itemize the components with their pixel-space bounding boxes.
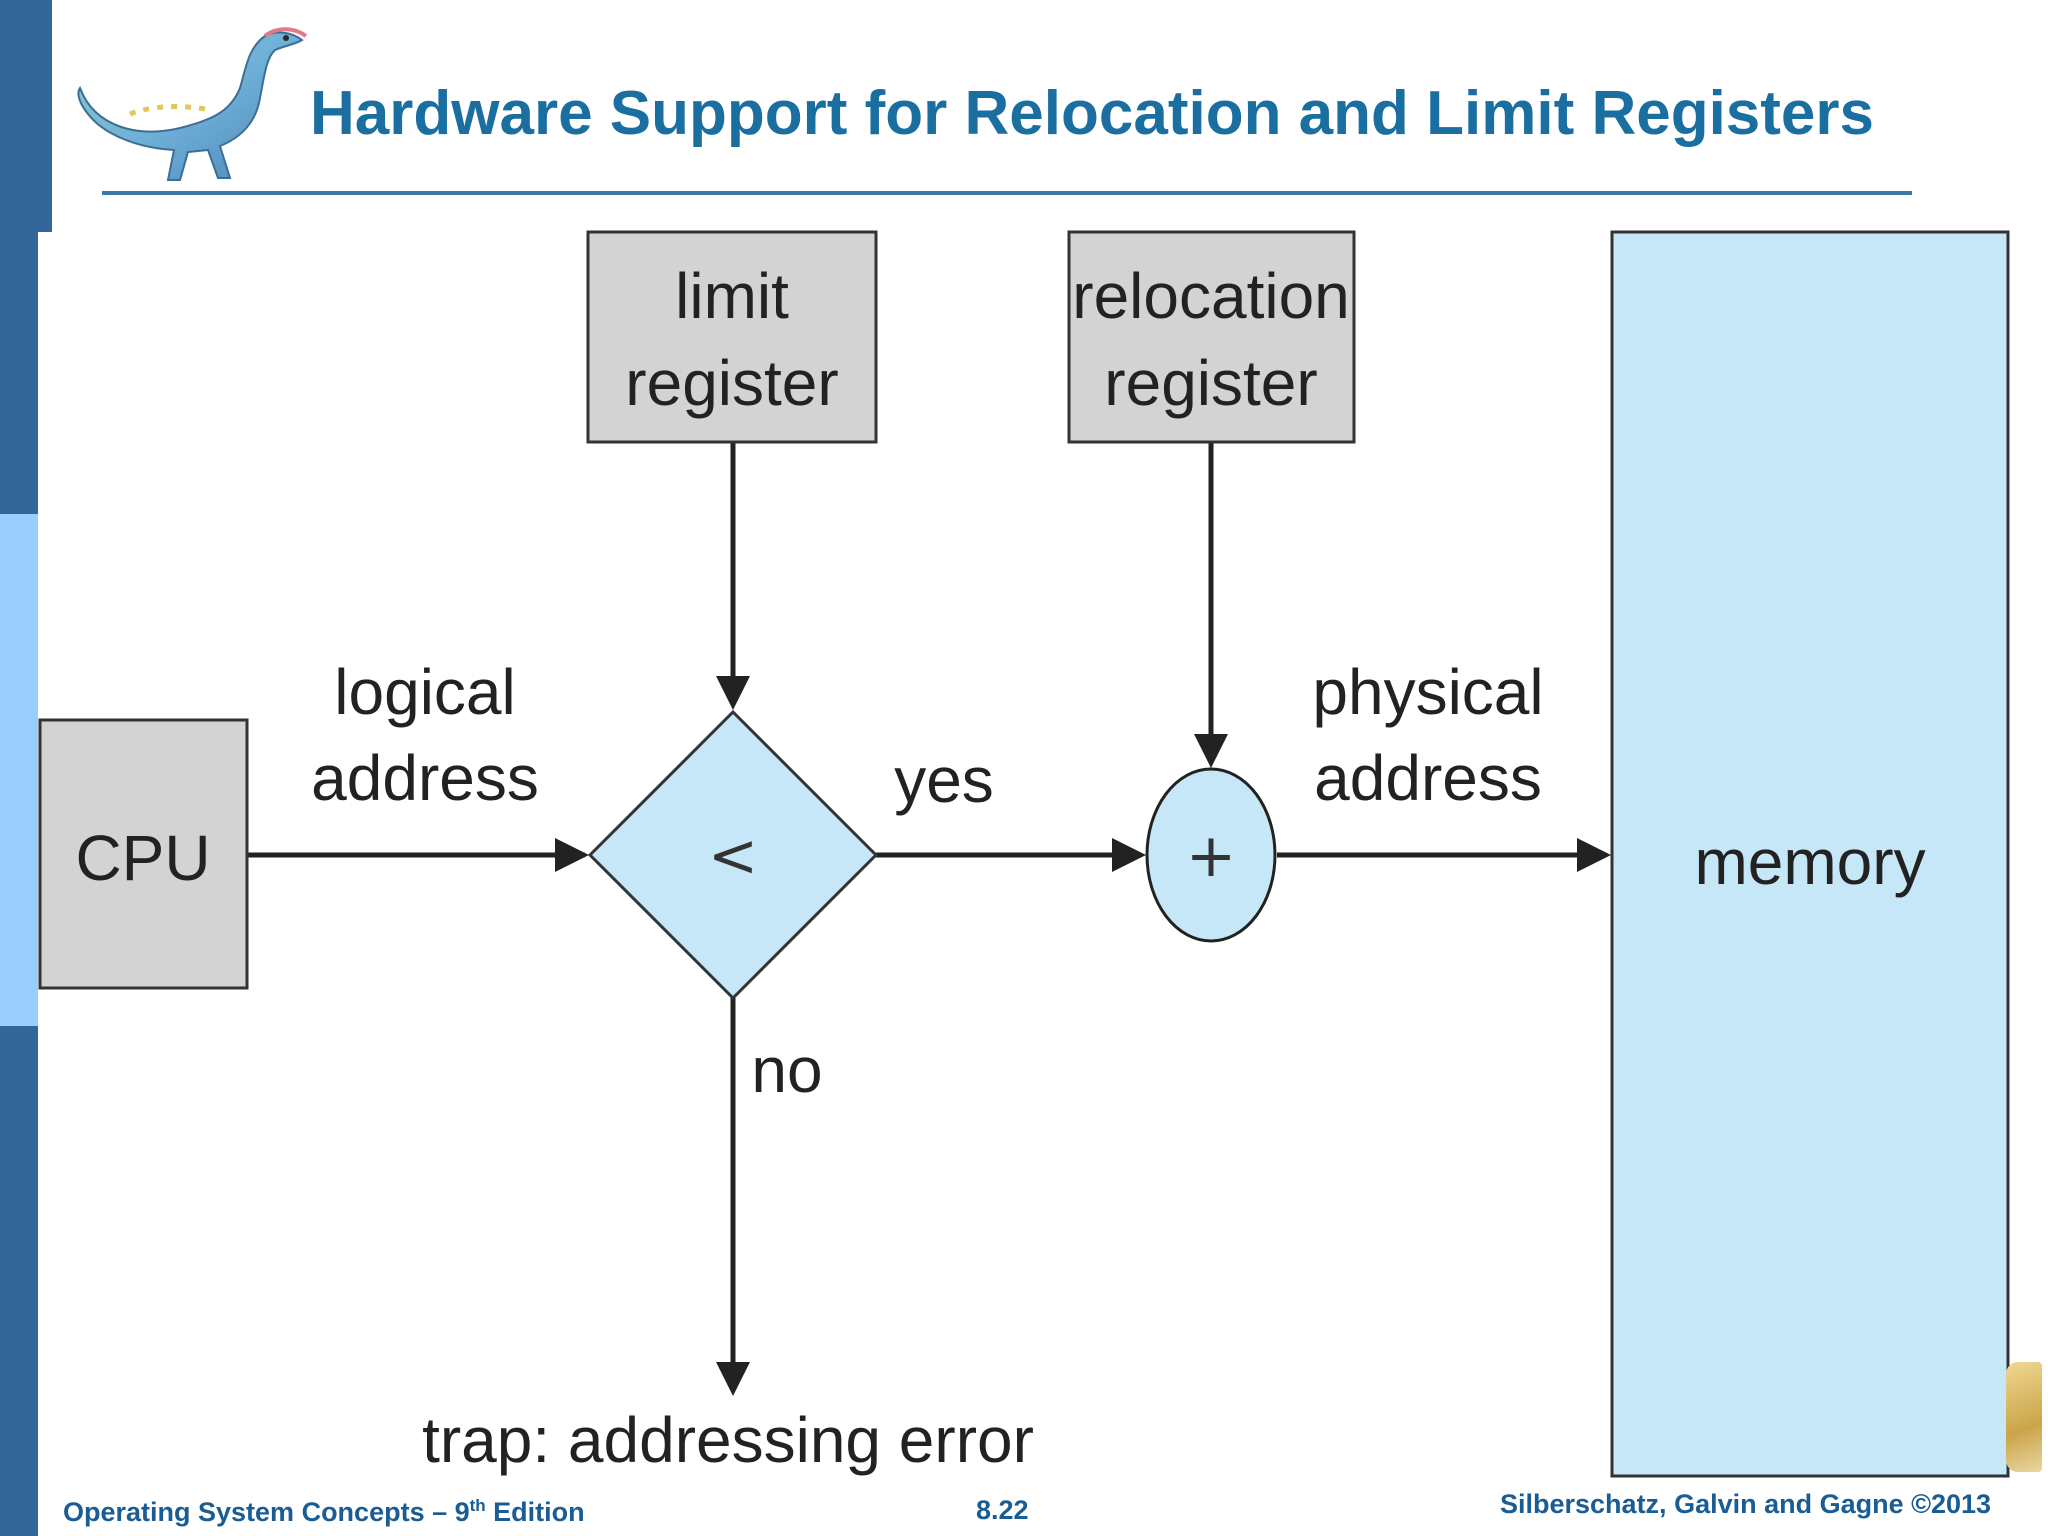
footer-book-superscript: th xyxy=(469,1496,486,1515)
cpu-label: CPU xyxy=(75,822,210,894)
trap-label: trap: addressing error xyxy=(422,1404,1034,1476)
limit-register-box xyxy=(586,230,878,444)
cpu-box xyxy=(38,718,249,990)
title-divider xyxy=(102,191,1912,195)
slide-sidebar xyxy=(0,0,52,1536)
footer-slide-number: 8.22 xyxy=(976,1495,1029,1525)
limit-register-label-line2: register xyxy=(625,347,838,419)
comparator-diamond xyxy=(587,709,879,1001)
relocation-register-label-line2: register xyxy=(1104,347,1317,419)
adder-symbol: + xyxy=(1186,821,1236,891)
sidebar-band-upper xyxy=(0,232,38,514)
sidebar-band-middle xyxy=(0,514,38,1026)
footer-book-title: Operating System Concepts – 9th Edition xyxy=(63,1497,585,1528)
relocation-register-label-line1: relocation xyxy=(1072,260,1350,332)
relocation-register-box xyxy=(1067,230,1356,444)
arrowhead-comparator-to-adder xyxy=(1112,838,1146,872)
sidebar-band-top xyxy=(0,0,52,232)
slide-title: Hardware Support for Relocation and Limi… xyxy=(310,79,1875,148)
diagram-edges xyxy=(247,442,1611,1396)
sidebar-band-bottom xyxy=(0,1026,38,1536)
dinosaur-logo-icon xyxy=(77,27,308,181)
arrowhead-comparator-to-trap xyxy=(716,1362,750,1396)
memory-label: memory xyxy=(1694,826,1925,898)
physical-address-label-line2: address xyxy=(1314,742,1542,814)
arrowhead-limit-to-comparator xyxy=(716,676,750,710)
footer-authors: Silberschatz, Galvin and Gagne ©2013 xyxy=(1500,1489,1992,1519)
adder-circle xyxy=(1145,767,1277,943)
limit-register-label-line1: limit xyxy=(675,260,789,332)
yes-label: yes xyxy=(894,744,994,816)
footer-book-suffix: Edition xyxy=(485,1497,585,1527)
corner-decoration-icon xyxy=(2006,1362,2042,1472)
logical-address-label-line2: address xyxy=(311,742,539,814)
no-label: no xyxy=(751,1034,822,1106)
logical-address-label-line1: logical xyxy=(334,656,515,728)
comparator-symbol: < xyxy=(708,821,758,891)
memory-box xyxy=(1610,230,2010,1478)
physical-address-label-line1: physical xyxy=(1312,656,1543,728)
arrowhead-cpu-to-comparator xyxy=(555,838,589,872)
arrowhead-adder-to-memory xyxy=(1577,838,1611,872)
footer-book-prefix: Operating System Concepts – 9 xyxy=(63,1497,470,1527)
arrowhead-relocation-to-adder xyxy=(1194,734,1228,768)
